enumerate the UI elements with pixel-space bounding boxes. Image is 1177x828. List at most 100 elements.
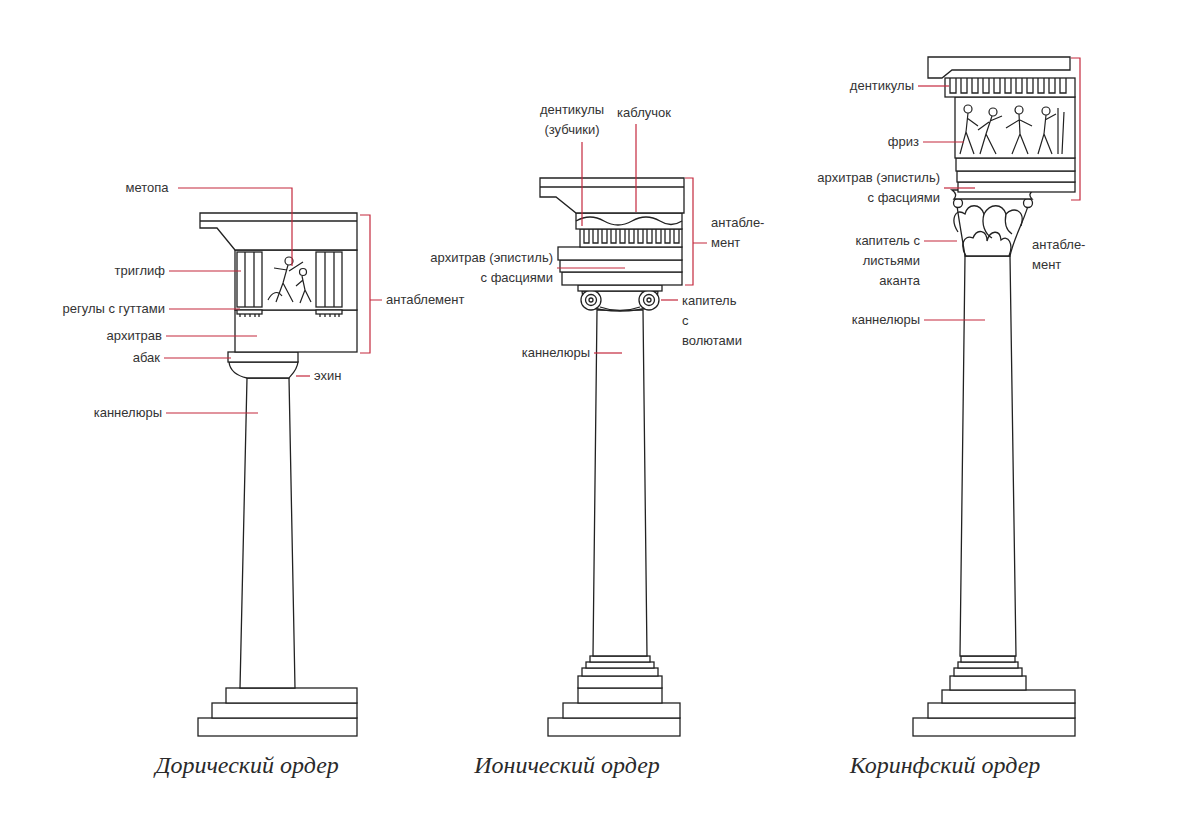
doric-shape — [300, 269, 307, 276]
corinthian-shape — [1042, 107, 1050, 115]
doric-shape — [240, 314, 339, 317]
leader-shape — [661, 299, 678, 300]
ionic-shape — [560, 260, 682, 272]
part-label: архитрав (эпистиль) с фасциями — [814, 168, 940, 208]
corinthian-shape — [942, 690, 1075, 703]
ionic-shape — [586, 295, 597, 306]
corinthian-shape — [945, 78, 1075, 97]
doric-shape — [229, 362, 298, 378]
leader-shape — [557, 267, 625, 268]
part-label: каннелюры — [522, 343, 590, 363]
ionic-shape — [581, 290, 601, 310]
ionic-shape — [540, 186, 684, 187]
ionic-shape — [576, 213, 682, 229]
part-label: регулы с гуттами — [62, 299, 165, 319]
doric-shape — [198, 718, 357, 736]
ionic-shape — [540, 178, 684, 213]
doric-shape — [235, 310, 357, 352]
leader-shape — [169, 308, 240, 309]
part-label: архитрав — [107, 326, 162, 346]
corinthian-shape — [1058, 108, 1064, 154]
part-label: антаблемент — [386, 290, 464, 310]
order-caption: Ионический ордер — [474, 750, 660, 780]
part-label: каннелюры — [94, 403, 162, 423]
leader-shape — [918, 85, 949, 86]
leader-shape — [360, 215, 382, 353]
corinthian-shape — [928, 703, 1075, 718]
leader-shape — [594, 352, 622, 353]
corinthian-shape — [963, 232, 1011, 256]
part-label: антабле- мент — [1032, 235, 1089, 275]
leader-shape — [685, 178, 707, 285]
ionic-shape — [576, 217, 682, 225]
ionic-shape — [589, 298, 593, 302]
corinthian-shape — [1006, 114, 1032, 154]
ionic-shape — [582, 291, 658, 311]
corinthian-shape — [978, 116, 1002, 154]
part-label: метопа — [125, 178, 168, 198]
leader-shape — [166, 335, 257, 336]
ionic-shape — [584, 229, 679, 243]
doric-shape — [240, 378, 295, 688]
ionic-shape — [548, 718, 680, 736]
ionic-column — [540, 178, 684, 736]
leader-lines — [918, 58, 1080, 320]
part-label: дентикулы — [850, 76, 914, 96]
corinthian-shape — [955, 97, 1075, 158]
corinthian-shape — [960, 256, 1016, 656]
ionic-shape — [582, 668, 658, 676]
part-label: антабле- мент — [711, 213, 768, 253]
leader-shape — [635, 124, 636, 212]
part-label: каннелюры — [852, 310, 920, 330]
doric-shape — [200, 213, 357, 250]
ionic-shape — [563, 703, 680, 718]
ionic-shape — [639, 290, 659, 310]
doric-shape — [200, 220, 357, 221]
part-label: архитрав (эпистиль) с фасциями — [427, 248, 553, 288]
doric-shape — [274, 262, 303, 302]
ionic-shape — [600, 307, 640, 311]
leader-shape — [169, 270, 241, 271]
corinthian-shape — [1038, 114, 1056, 154]
doric-shape — [228, 352, 298, 362]
part-label: каблучок — [617, 103, 671, 123]
doric-shape — [235, 250, 357, 310]
doric-shape — [268, 293, 282, 300]
doric-shape — [226, 688, 357, 703]
order-caption: Дорический ордер — [155, 750, 339, 780]
leader-shape — [923, 141, 964, 142]
part-label: капитель с волютами — [682, 291, 740, 351]
ionic-shape — [647, 298, 651, 302]
part-label: дентикулы (зубчики) — [538, 100, 606, 140]
doric-shape — [316, 310, 342, 314]
corinthian-column — [913, 57, 1075, 736]
corinthian-shape — [957, 171, 1075, 182]
corinthian-shape — [954, 668, 1022, 676]
order-caption: Коринфский ордер — [850, 750, 1041, 780]
ionic-shape — [578, 688, 662, 703]
corinthian-shape — [954, 199, 963, 208]
doric-shape — [237, 252, 262, 307]
doric-shape — [268, 257, 311, 303]
leader-shape — [1071, 58, 1080, 200]
leader-shape — [178, 188, 292, 266]
corinthian-shape — [964, 105, 972, 113]
corinthian-shape — [913, 718, 1075, 736]
doric-shape — [333, 252, 334, 307]
corinthian-shape — [956, 158, 1075, 171]
corinthian-shape — [928, 57, 1070, 78]
part-label: капитель с листьями аканта — [852, 231, 920, 291]
corinthian-shape — [961, 656, 1015, 662]
part-label: абак — [133, 348, 160, 368]
leader-shape — [924, 319, 985, 320]
leader-shape — [924, 240, 957, 241]
doric-column — [198, 213, 357, 736]
ionic-shape — [593, 310, 647, 656]
part-label: триглиф — [115, 261, 165, 281]
doric-shape — [253, 252, 254, 307]
doric-shape — [296, 276, 311, 303]
leader-shape — [296, 375, 310, 376]
doric-shape — [244, 252, 245, 307]
ionic-shape — [562, 272, 682, 285]
corinthian-shape — [989, 108, 997, 116]
